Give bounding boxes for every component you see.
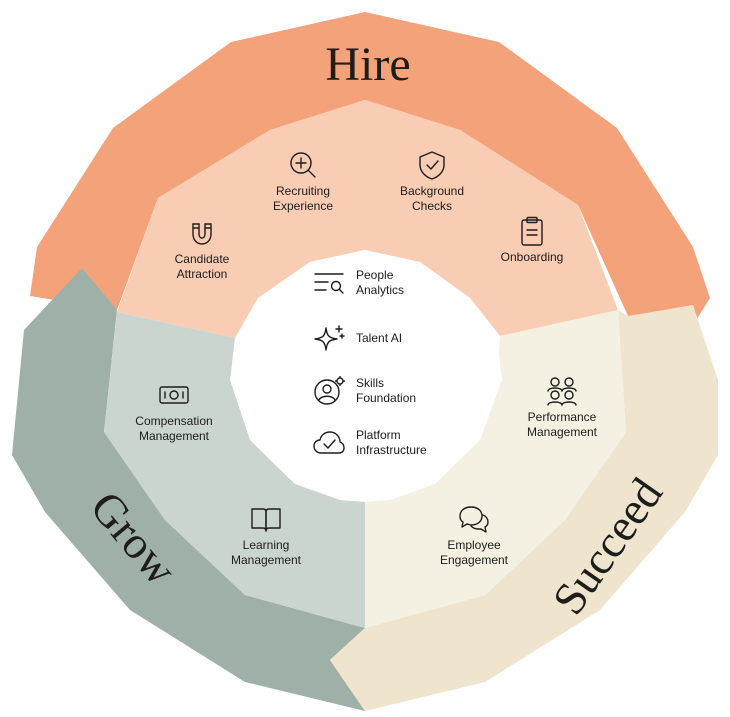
people-group-icon: [547, 377, 577, 406]
cloud-check-icon: [313, 431, 345, 454]
core-item-talent-ai: Talent AI: [312, 323, 402, 353]
open-book-icon: [251, 508, 281, 532]
search-plus-icon: [290, 152, 316, 178]
phase-title-hire: Hire: [325, 38, 410, 91]
grow-outer-ring: [12, 268, 365, 711]
analytics-search-icon: [314, 273, 344, 294]
core-item-platform-infrastructure: Platform Infrastructure: [312, 428, 427, 458]
core-item-people-analytics: People Analytics: [312, 268, 404, 298]
money-bill-icon: [159, 386, 189, 404]
user-gear-icon: [314, 376, 346, 405]
succeed-outer-ring: [330, 305, 718, 711]
item-label: Recruiting Experience: [272, 184, 334, 213]
core-item-label: Talent AI: [356, 330, 403, 345]
item-label: Onboarding: [500, 250, 564, 264]
item-background-checks: Background Checks: [367, 150, 497, 214]
item-recruiting-experience: Recruiting Experience: [238, 150, 368, 214]
item-label: Candidate Attraction: [174, 252, 230, 281]
core-item-label: Platform Infrastructure: [356, 428, 427, 457]
item-candidate-attraction: Candidate Attraction: [137, 218, 267, 282]
item-label: Performance Management: [526, 410, 598, 439]
item-label: Employee Engagement: [439, 538, 509, 567]
item-label: Learning Management: [230, 538, 302, 567]
core-item-label: Skills Foundation: [356, 376, 417, 405]
item-compensation-management: Compensation Management: [109, 380, 239, 444]
shield-check-icon: [419, 151, 445, 180]
item-performance-management: Performance Management: [497, 376, 627, 440]
hire-inner-ring: [117, 100, 618, 338]
item-label: Background Checks: [399, 184, 465, 213]
core-item-label: People Analytics: [356, 268, 405, 297]
item-employee-engagement: Employee Engagement: [409, 504, 539, 568]
grow-inner-ring: [104, 312, 365, 628]
clipboard-icon: [521, 216, 543, 246]
hire-outer-ring: [30, 12, 710, 338]
center-core: [230, 250, 502, 502]
magnet-icon: [192, 223, 212, 245]
core-item-skills-foundation: Skills Foundation: [312, 376, 416, 406]
item-label: Compensation Management: [135, 414, 213, 443]
sparkle-icon: [314, 325, 345, 351]
item-learning-management: Learning Management: [201, 504, 331, 568]
chat-bubbles-icon: [459, 506, 489, 533]
item-onboarding: Onboarding: [467, 216, 597, 265]
